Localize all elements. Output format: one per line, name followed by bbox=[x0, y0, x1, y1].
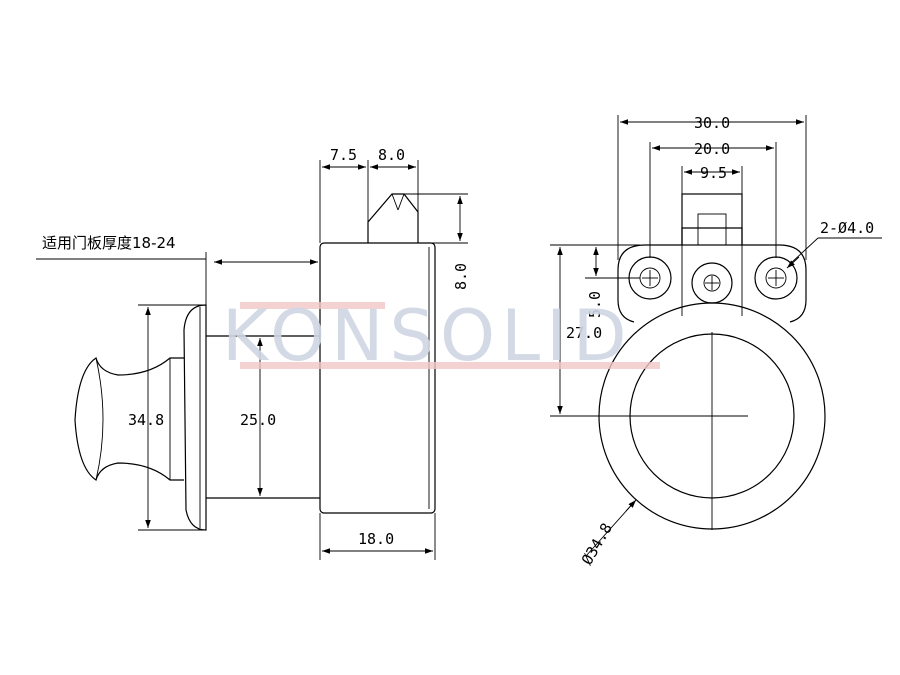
dim-34-8: 34.8 bbox=[128, 411, 164, 429]
dim-8-0-top: 8.0 bbox=[378, 146, 405, 164]
watermark-stripe-top bbox=[240, 302, 385, 309]
dim-8-0-right: 8.0 bbox=[452, 263, 470, 290]
center-hole bbox=[691, 262, 733, 304]
dim-30-0: 30.0 bbox=[694, 114, 730, 132]
knob bbox=[74, 357, 184, 481]
dim-7-5: 7.5 bbox=[330, 146, 357, 164]
dim-25-0: 25.0 bbox=[240, 411, 276, 429]
dim-9-5: 9.5 bbox=[700, 164, 727, 182]
latch-tab bbox=[681, 193, 743, 246]
front-view: 30.0 20.0 9.5 2-Ø4.0 5.0 27.0 Ø34.8 bbox=[550, 114, 882, 568]
lock-body bbox=[319, 242, 436, 514]
side-view: 适用门板厚度18-24 7.5 8.0 8.0 34.8 25.0 18.0 bbox=[36, 146, 470, 560]
dim-18-0: 18.0 bbox=[358, 530, 394, 548]
dim-hole-callout: 2-Ø4.0 bbox=[820, 219, 874, 237]
dim-27-0: 27.0 bbox=[566, 324, 602, 342]
flange bbox=[183, 304, 207, 531]
dim-5-0: 5.0 bbox=[586, 291, 604, 318]
brand-watermark: KONSOLID bbox=[222, 295, 660, 377]
mounting-plate bbox=[617, 227, 807, 323]
dim-20-0: 20.0 bbox=[694, 140, 730, 158]
watermark-stripe-bottom bbox=[240, 362, 660, 369]
door-thickness-note: 适用门板厚度18-24 bbox=[42, 234, 176, 252]
watermark-text: KONSOLID bbox=[222, 295, 633, 377]
latch-bolt bbox=[367, 193, 419, 243]
dim-diameter: Ø34.8 bbox=[578, 520, 616, 568]
